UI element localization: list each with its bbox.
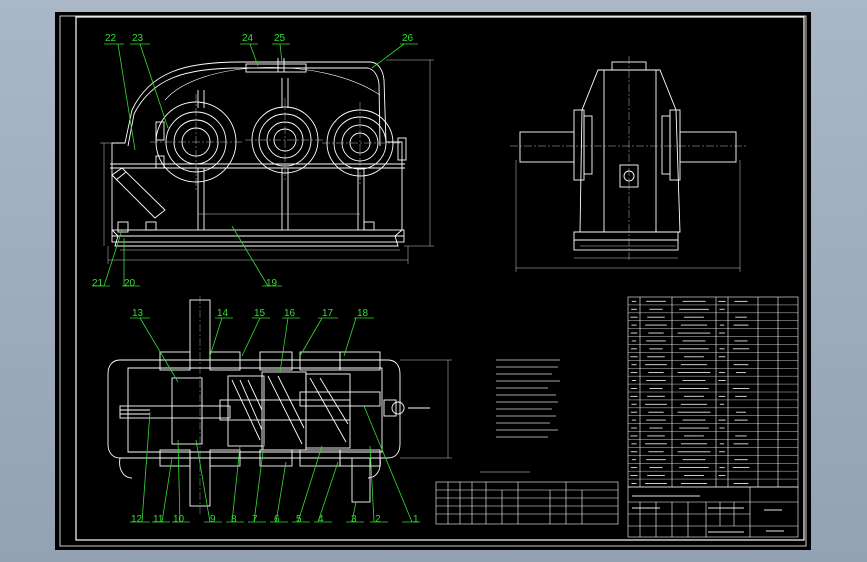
balloon-7: 7	[252, 514, 258, 525]
balloon-labels: 22 23 24 25 26 21 20 19 13 14 15 16 17 1…	[92, 33, 419, 525]
leader-lines	[92, 43, 420, 523]
balloon-20: 20	[124, 278, 136, 289]
title-block-entries	[632, 495, 784, 533]
balloon-22: 22	[105, 33, 117, 44]
characteristics-table	[435, 471, 619, 525]
balloon-19: 19	[266, 278, 278, 289]
front-view-dimensions	[100, 59, 434, 264]
balloon-23: 23	[132, 33, 144, 44]
side-view	[519, 61, 737, 251]
technical-requirements	[496, 359, 560, 438]
balloon-11: 11	[153, 514, 164, 525]
balloon-18: 18	[357, 308, 369, 319]
sheet-background	[55, 12, 811, 550]
section-view	[107, 296, 430, 516]
section-view-dimensions	[400, 359, 452, 459]
balloon-6: 6	[274, 514, 280, 525]
balloon-17: 17	[322, 308, 334, 319]
balloon-5: 5	[296, 514, 302, 525]
inner-border	[75, 16, 805, 541]
balloon-15: 15	[254, 308, 266, 319]
balloon-3: 3	[351, 514, 357, 525]
balloon-4: 4	[318, 514, 324, 525]
balloon-12: 12	[131, 514, 143, 525]
balloon-13: 13	[132, 308, 144, 319]
parts-list-entries	[630, 300, 750, 484]
balloon-10: 10	[173, 514, 185, 525]
balloon-25: 25	[274, 33, 286, 44]
balloon-24: 24	[242, 33, 254, 44]
balloon-8: 8	[231, 514, 237, 525]
side-view-centerlines	[510, 56, 746, 262]
parts-list-rows	[628, 304, 798, 480]
balloon-26: 26	[402, 33, 414, 44]
balloon-21: 21	[92, 278, 104, 289]
outer-border	[59, 15, 807, 547]
balloon-1: 1	[413, 514, 419, 525]
balloon-14: 14	[217, 308, 229, 319]
front-view-centerlines	[150, 94, 400, 190]
balloon-16: 16	[284, 308, 296, 319]
balloon-9: 9	[210, 514, 216, 525]
balloon-2: 2	[375, 514, 381, 525]
side-view-dimensions	[515, 160, 741, 272]
